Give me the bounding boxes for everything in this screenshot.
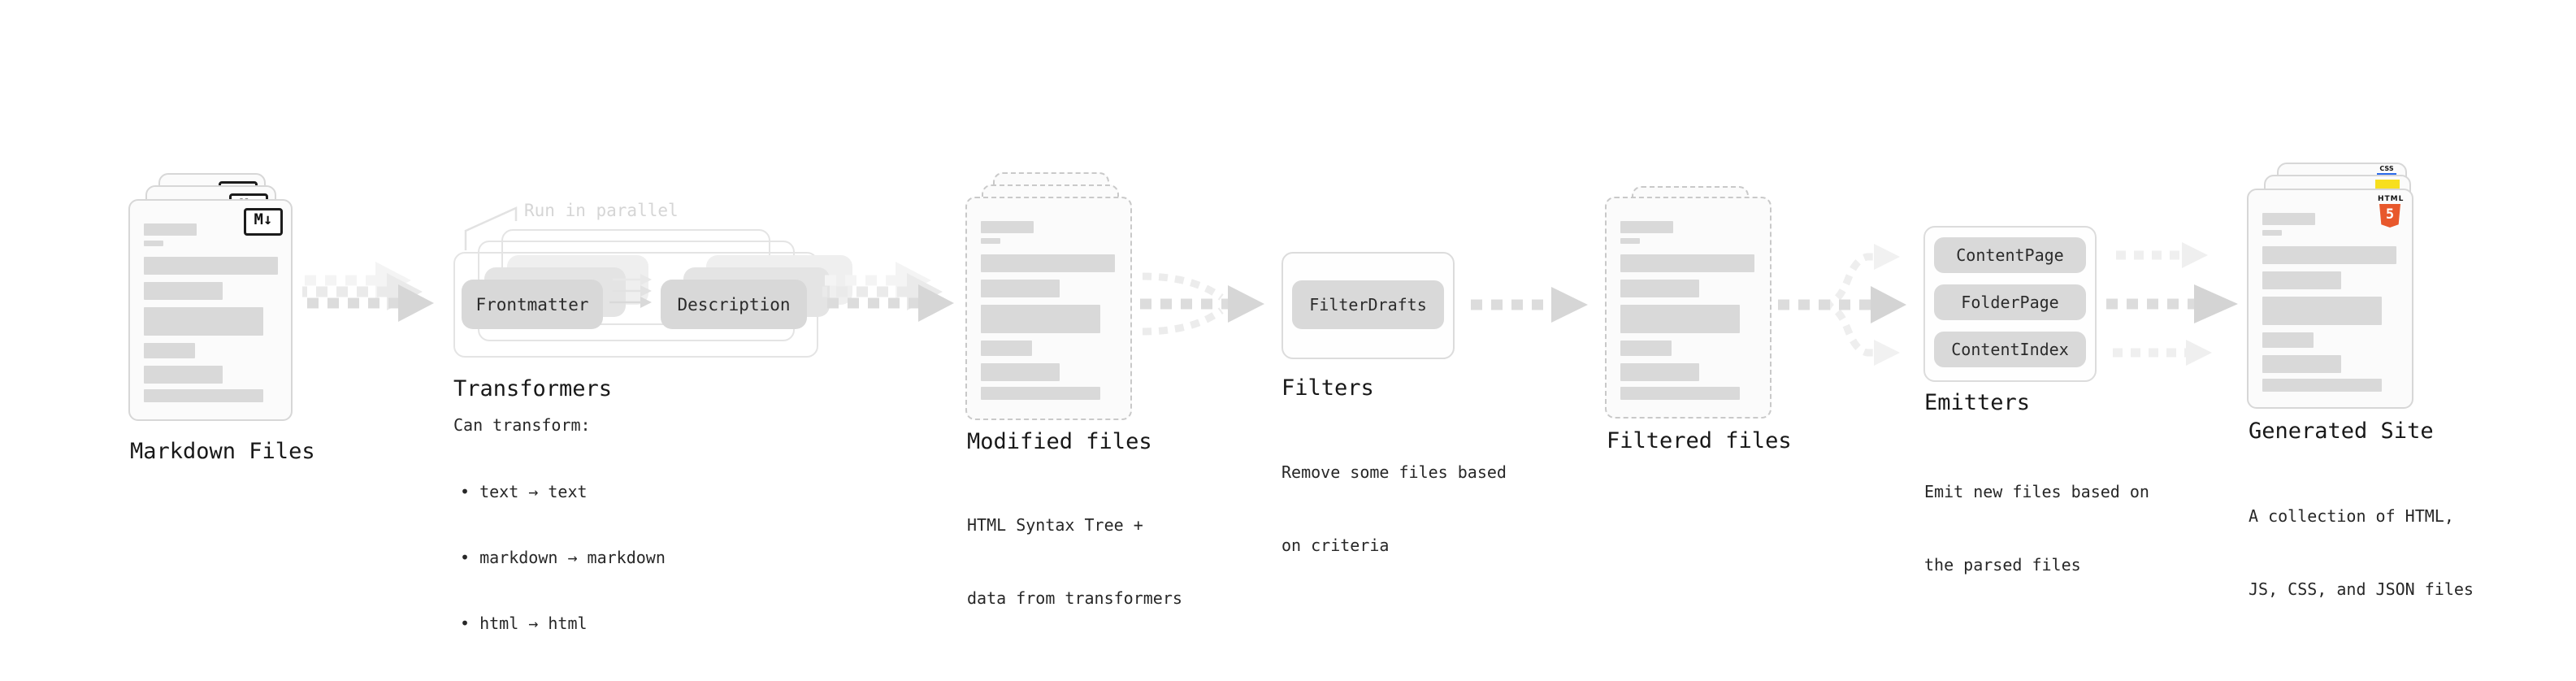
sub-line: Emit new files based on bbox=[1924, 482, 2149, 501]
bullet-item: • text → text bbox=[460, 482, 588, 501]
filtered-file-card-front bbox=[1605, 197, 1772, 419]
text-line-placeholder bbox=[2262, 355, 2341, 373]
text-line-placeholder bbox=[1620, 305, 1740, 333]
text-line-placeholder bbox=[981, 387, 1100, 400]
text-line-placeholder bbox=[2262, 271, 2341, 289]
flow-arrow-filtered-to-emitters bbox=[1778, 244, 1906, 366]
bullet-item: • html → html bbox=[460, 614, 588, 633]
modified-files-sub: HTML Syntax Tree + data from transformer… bbox=[967, 464, 1182, 659]
annotation-leader-line bbox=[464, 206, 518, 250]
text-line-placeholder bbox=[2262, 246, 2396, 264]
sub-line: data from transformers bbox=[967, 588, 1182, 608]
flow-arrow-transformers-to-modified bbox=[822, 262, 954, 322]
generated-html-card: HTML 5 bbox=[2247, 189, 2413, 409]
text-line-placeholder bbox=[981, 280, 1060, 297]
sub-line: the parsed files bbox=[1924, 555, 2081, 575]
text-line-placeholder bbox=[144, 257, 278, 275]
text-line-placeholder bbox=[1620, 254, 1754, 272]
html5-icon: HTML 5 bbox=[2378, 195, 2405, 228]
text-line-placeholder bbox=[981, 254, 1115, 272]
text-line-placeholder bbox=[1620, 221, 1673, 233]
generated-site-sub: A collection of HTML, JS, CSS, and JSON … bbox=[2249, 455, 2474, 650]
flow-arrow-filters-to-filtered bbox=[1471, 287, 1588, 323]
text-line-placeholder bbox=[2262, 332, 2314, 348]
modified-files-label: Modified files bbox=[967, 429, 1152, 454]
html5-shield: 5 bbox=[2379, 204, 2400, 228]
text-line-placeholder bbox=[144, 389, 263, 402]
text-line-placeholder bbox=[981, 305, 1100, 333]
text-line-placeholder bbox=[1620, 340, 1672, 356]
flow-arrow-emitters-to-generated bbox=[2106, 242, 2238, 366]
filtered-files-label: Filtered files bbox=[1607, 428, 1792, 453]
text-line-placeholder bbox=[981, 238, 1000, 244]
text-line-placeholder bbox=[981, 340, 1032, 356]
text-line-placeholder bbox=[1620, 238, 1640, 244]
text-line-placeholder bbox=[144, 223, 197, 236]
folderpage-pill: FolderPage bbox=[1934, 284, 2086, 320]
bullet-item: • markdown → markdown bbox=[460, 548, 666, 567]
document-text-placeholder bbox=[2262, 213, 2398, 392]
text-line-placeholder bbox=[2262, 379, 2382, 392]
sub-line: on criteria bbox=[1281, 536, 1390, 555]
document-text-placeholder bbox=[144, 223, 278, 402]
sub-line: JS, CSS, and JSON files bbox=[2249, 579, 2474, 599]
filters-label: Filters bbox=[1281, 375, 1374, 401]
text-line-placeholder bbox=[144, 307, 263, 336]
html5-caption: HTML bbox=[2378, 195, 2405, 203]
emitters-label: Emitters bbox=[1924, 390, 2031, 415]
flow-arrow-modified-to-filters bbox=[1140, 272, 1264, 336]
text-line-placeholder bbox=[1620, 363, 1699, 381]
js-icon bbox=[2375, 180, 2400, 191]
transformers-desc-heading: Can transform: bbox=[453, 415, 591, 435]
document-text-placeholder bbox=[1620, 221, 1756, 400]
flow-arrow-markdown-to-transformers bbox=[302, 262, 434, 322]
filterdrafts-pill: FilterDrafts bbox=[1292, 280, 1444, 329]
filters-sub: Remove some files based on criteria bbox=[1281, 411, 1507, 606]
text-line-placeholder bbox=[981, 221, 1034, 233]
sub-line: Remove some files based bbox=[1281, 462, 1507, 482]
text-line-placeholder bbox=[144, 282, 223, 300]
text-line-placeholder bbox=[144, 366, 223, 384]
markdown-icon: M↓ bbox=[244, 208, 283, 236]
transformers-bullet-list: • text → text • markdown → markdown • ht… bbox=[460, 437, 666, 679]
description-pill: Description bbox=[661, 280, 807, 329]
text-line-placeholder bbox=[2262, 230, 2282, 236]
generated-site-label: Generated Site bbox=[2249, 419, 2434, 444]
text-line-placeholder bbox=[2262, 297, 2382, 325]
markdown-file-card-front: M↓ bbox=[128, 199, 293, 421]
sub-line: HTML Syntax Tree + bbox=[967, 515, 1143, 535]
sub-line: A collection of HTML, bbox=[2249, 506, 2454, 526]
text-line-placeholder bbox=[144, 241, 163, 246]
css-caption: CSS bbox=[2379, 165, 2394, 172]
text-line-placeholder bbox=[981, 363, 1060, 381]
text-line-placeholder bbox=[2262, 213, 2315, 225]
run-in-parallel-annotation: Run in parallel bbox=[524, 201, 679, 220]
modified-file-card-front bbox=[965, 197, 1132, 420]
markdown-files-label: Markdown Files bbox=[130, 439, 315, 464]
transformers-label: Transformers bbox=[453, 376, 613, 401]
text-line-placeholder bbox=[1620, 280, 1699, 297]
emitters-sub: Emit new files based on the parsed files bbox=[1924, 431, 2149, 626]
contentpage-pill: ContentPage bbox=[1934, 237, 2086, 273]
frontmatter-pill: Frontmatter bbox=[462, 280, 603, 329]
document-text-placeholder bbox=[981, 221, 1117, 400]
text-line-placeholder bbox=[144, 343, 195, 358]
contentindex-pill: ContentIndex bbox=[1934, 332, 2086, 367]
text-line-placeholder bbox=[1620, 387, 1740, 400]
transform-step-arrows bbox=[609, 274, 652, 308]
